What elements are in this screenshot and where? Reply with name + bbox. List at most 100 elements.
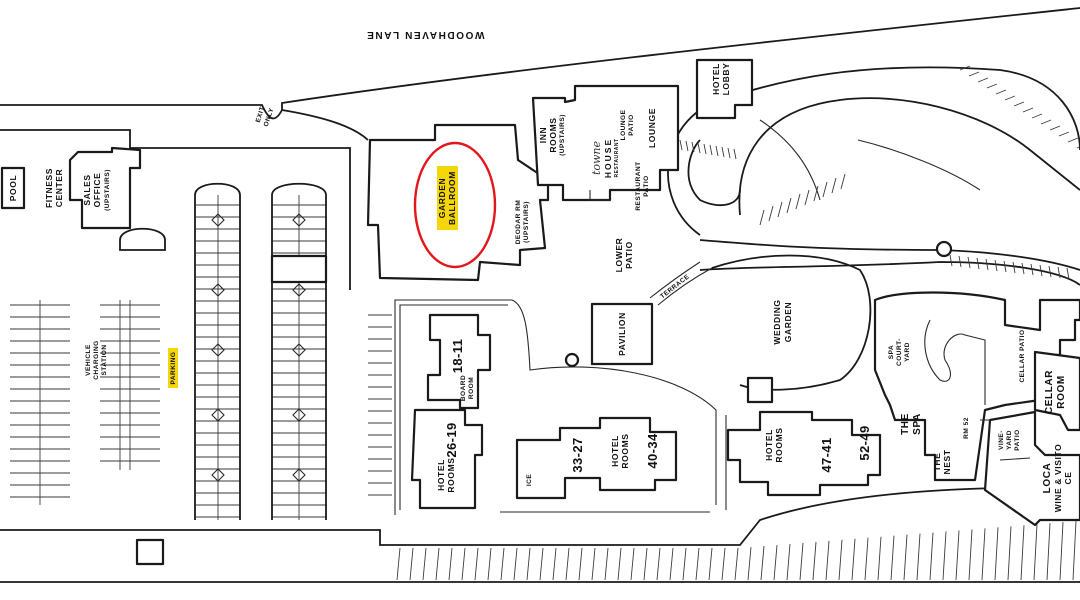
- towne-house-label: towne HOUSE RESTAURANT: [590, 138, 620, 178]
- parking-stall: [695, 547, 700, 581]
- board-room-label: BOARD ROOM: [460, 375, 475, 401]
- parking-stall: [1020, 525, 1025, 581]
- parking-stall: [500, 547, 505, 581]
- parking-stall: [840, 173, 846, 190]
- parking-stall: [976, 257, 980, 270]
- svg-text:HOTEL: HOTEL: [764, 429, 774, 461]
- svg-text:LOWER: LOWER: [614, 238, 624, 273]
- svg-text:CENTER: CENTER: [54, 169, 64, 208]
- parking-stall: [812, 541, 817, 581]
- svg-text:PATIO: PATIO: [624, 241, 634, 269]
- svg-text:VINE-: VINE-: [998, 430, 1005, 450]
- svg-text:ROOMS: ROOMS: [446, 457, 456, 492]
- svg-text:SPA: SPA: [912, 413, 923, 435]
- parking-stall: [955, 530, 960, 581]
- svg-text:YARD: YARD: [904, 342, 911, 362]
- ice-label: ICE: [526, 474, 533, 487]
- hotel-lobby-label: HOTEL LOBBY: [711, 63, 731, 96]
- parking-stall: [727, 147, 731, 159]
- parking-stall: [1057, 266, 1061, 279]
- parking-stall: [981, 528, 986, 581]
- parking-stall: [1022, 107, 1034, 113]
- svg-text:BALLROOM: BALLROOM: [447, 171, 457, 225]
- rooms-26-19-label: 26-19: [444, 422, 459, 457]
- fitness-center-label: FITNESS CENTER: [44, 168, 64, 208]
- parking-stall: [643, 547, 648, 581]
- deodar-room-label: DEODAR RM (UPSTAIRS): [515, 200, 530, 245]
- svg-text:CELLAR: CELLAR: [1044, 370, 1055, 414]
- the-nest-label: THE NEST: [932, 449, 952, 474]
- svg-text:PARKING: PARKING: [170, 352, 177, 385]
- sales-office-building: [68, 146, 142, 230]
- parking-stall: [669, 547, 674, 581]
- parking-stall: [630, 547, 635, 581]
- parking-stall: [685, 140, 689, 152]
- hotel-rooms-a-label: HOTEL ROOMS: [436, 457, 456, 492]
- parking-stall: [986, 83, 998, 89]
- cellar-room-building: [1033, 350, 1080, 432]
- svg-text:HOTEL: HOTEL: [610, 435, 620, 467]
- parking-stall: [1004, 95, 1016, 101]
- svg-text:CE: CE: [1063, 471, 1073, 484]
- wedding-garden-label: WEDDING GARDEN: [772, 299, 793, 344]
- pool-building: [0, 166, 26, 210]
- parking-stall: [773, 545, 778, 581]
- svg-text:RESTAURANT: RESTAURANT: [614, 138, 620, 177]
- parking-island: [211, 283, 225, 297]
- parking-stall: [396, 547, 401, 581]
- svg-text:OFFICE: OFFICE: [92, 173, 102, 208]
- loca-label: LOCA WINE & VISITO CE: [1042, 444, 1073, 513]
- parking-stall: [949, 254, 953, 267]
- the-spa-label: THE SPA: [900, 413, 923, 435]
- parking-stall: [474, 547, 479, 581]
- parking-lot: [10, 182, 1077, 581]
- parking-stall: [1007, 526, 1012, 581]
- parking-stall: [721, 146, 725, 158]
- svg-text:EXIT: EXIT: [255, 106, 267, 124]
- parking-stall: [526, 547, 531, 581]
- svg-text:SPA: SPA: [888, 345, 895, 359]
- parking-island: [292, 468, 306, 482]
- svg-text:WEDDING: WEDDING: [772, 299, 782, 344]
- svg-text:HOTEL: HOTEL: [711, 63, 721, 95]
- street-label-woodhaven: WOODHAVEN LANE: [366, 29, 485, 40]
- svg-text:INN: INN: [538, 127, 548, 143]
- parking-stall: [977, 77, 989, 83]
- svg-text:ROOM: ROOM: [1056, 375, 1067, 409]
- parking-stall: [1040, 119, 1052, 125]
- wedding-garden-outline: [711, 254, 872, 391]
- parking-stall: [1030, 263, 1034, 276]
- parking-stall: [709, 144, 713, 156]
- svg-text:PATIO: PATIO: [1014, 429, 1021, 450]
- parking-stall: [679, 139, 683, 151]
- svg-text:LOBBY: LOBBY: [721, 63, 731, 96]
- parking-stall: [786, 197, 792, 214]
- parking-island: [211, 468, 225, 482]
- parking-stall: [825, 540, 830, 581]
- parking-stall: [958, 255, 962, 268]
- parking-stall: [682, 547, 687, 581]
- parking-highlight: [168, 348, 178, 388]
- parking-stall: [759, 209, 765, 226]
- parking-stall: [734, 547, 739, 581]
- pavilion-label: PAVILION: [617, 312, 627, 356]
- parking-stall: [959, 65, 971, 71]
- vehicle-charging-label: VEHICLE CHARGING STATION: [85, 340, 108, 379]
- parking-stall: [422, 547, 427, 581]
- parking-stall: [1031, 113, 1043, 119]
- rooms-47-41-label: 47-41: [819, 437, 834, 472]
- svg-text:CHARGING: CHARGING: [93, 340, 100, 379]
- parking-stall: [1013, 101, 1025, 107]
- parking-stall: [1049, 125, 1061, 131]
- parking-stall: [1012, 261, 1016, 274]
- restaurant-patio-label: RESTAURANT PATIO: [635, 161, 650, 210]
- svg-text:YARD: YARD: [1006, 430, 1013, 450]
- parking-stall: [994, 527, 999, 581]
- parking-stall: [604, 547, 609, 581]
- svg-text:ROOM: ROOM: [468, 377, 475, 399]
- parking-stall: [813, 185, 819, 202]
- parking-stall: [461, 547, 466, 581]
- parking-stall: [985, 258, 989, 271]
- parking-stall: [513, 547, 518, 581]
